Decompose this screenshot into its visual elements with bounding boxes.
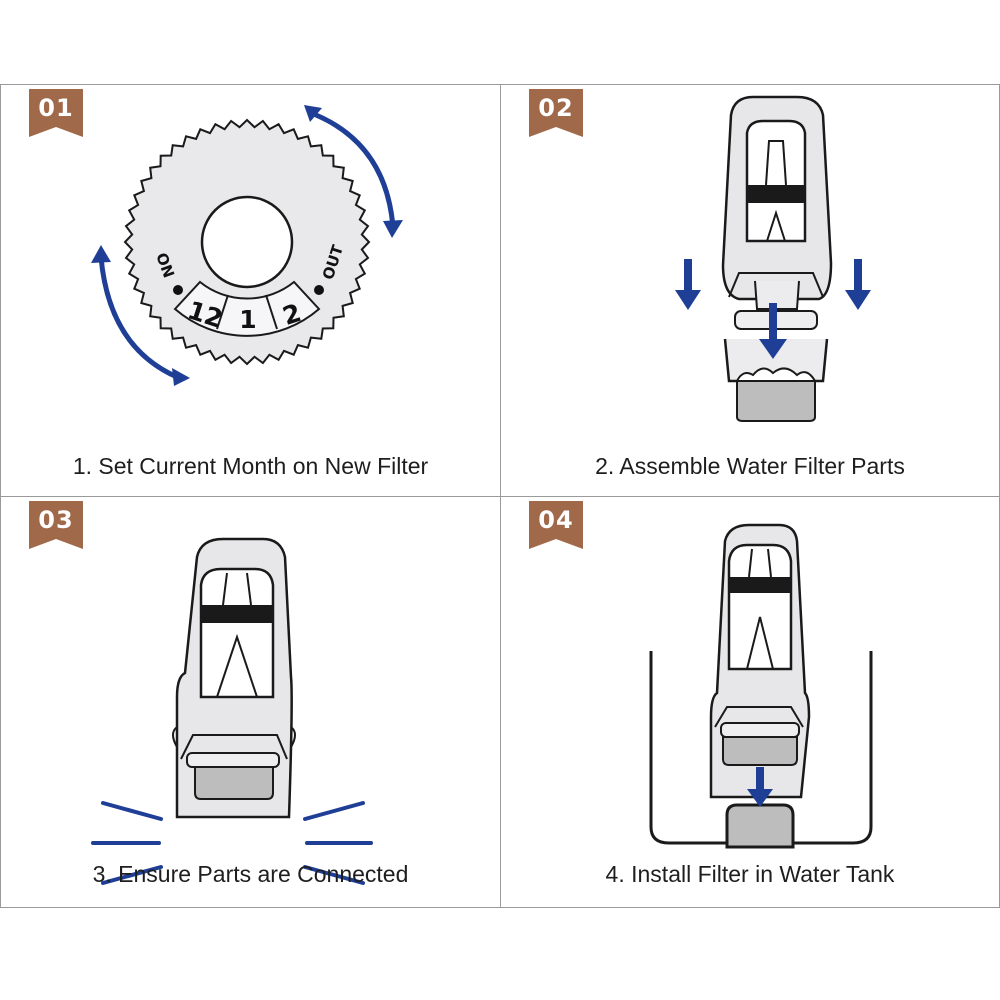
vibration-line-icon (303, 801, 365, 821)
vibration-line-icon (101, 865, 163, 885)
filter-dial-illustration: 12 1 2 ON OUT (91, 105, 403, 386)
arrow-head-icon (383, 220, 403, 238)
step-2-number: 02 (538, 94, 574, 122)
down-arrow-icon (759, 339, 787, 359)
vibration-line-icon (303, 865, 365, 885)
down-arrow-icon (684, 259, 692, 293)
step-3-panel: 03 3. Ensure Parts (0, 496, 501, 908)
filter-cartridge-top (721, 95, 833, 330)
dial-center-hole (200, 195, 294, 289)
vibration-line-icon (101, 801, 163, 821)
step-1-panel: 01 12 1 2 ON OUT (0, 84, 501, 497)
step-2-panel: 02 (500, 84, 1000, 497)
month-label: 1 (239, 305, 256, 334)
step-3-number: 03 (38, 506, 74, 534)
rotate-arrow-icon (98, 254, 180, 380)
step-2-badge: 02 (529, 89, 583, 137)
step-1-caption: 1. Set Current Month on New Filter (72, 453, 429, 479)
assembled-filter (172, 537, 296, 819)
down-arrow-icon (675, 290, 701, 310)
step-4-panel: 04 4. Install Filter in Water Tank (500, 496, 1000, 908)
tank-install-illustration (649, 523, 873, 849)
arrow-head-icon (304, 105, 322, 122)
down-arrow-icon (747, 789, 773, 807)
on-indicator-dot (173, 285, 183, 295)
out-indicator-dot (314, 285, 324, 295)
down-arrow-icon (756, 767, 764, 793)
filter-base-part (723, 338, 829, 422)
tank-filter-socket (725, 803, 795, 849)
instruction-grid: 01 12 1 2 ON OUT (0, 84, 1000, 908)
arrow-head-icon (172, 368, 190, 386)
step-4-caption: 4. Install Filter in Water Tank (605, 861, 895, 887)
arrow-head-icon (91, 245, 111, 263)
down-arrow-icon (769, 303, 777, 345)
step-3-badge: 03 (29, 501, 83, 549)
connected-filter-illustration (91, 537, 373, 885)
rotate-arrow-icon (313, 112, 396, 230)
step-1-badge: 01 (29, 89, 83, 137)
step-1-number: 01 (38, 94, 74, 122)
step-4-number: 04 (538, 506, 574, 534)
down-arrow-icon (854, 259, 862, 293)
filter-cartridge (709, 523, 811, 799)
step-2-caption: 2. Assemble Water Filter Parts (595, 453, 905, 479)
filter-assembly-illustration (675, 95, 871, 422)
step-4-badge: 04 (529, 501, 583, 549)
month-dial: 12 1 2 ON OUT (123, 118, 371, 366)
down-arrow-icon (845, 290, 871, 310)
step-3-caption: 3. Ensure Parts are Connected (92, 861, 409, 887)
